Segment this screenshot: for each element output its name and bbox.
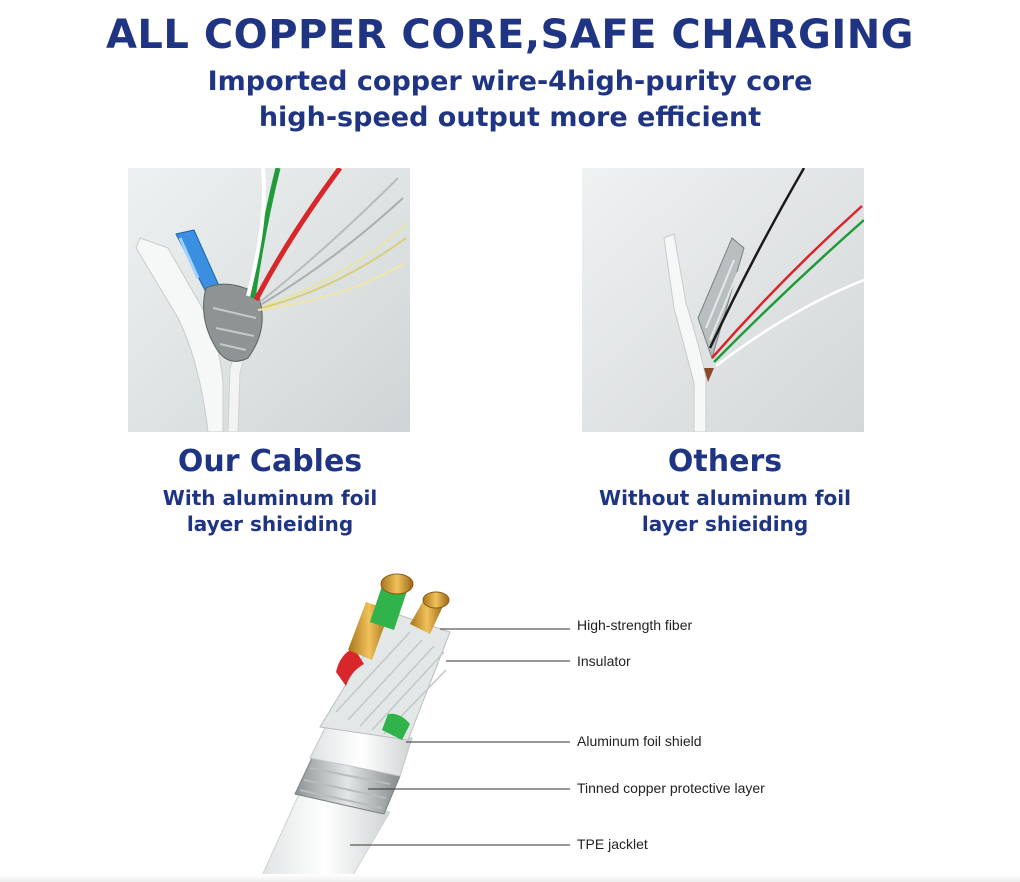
bottom-edge — [0, 874, 1020, 882]
label-tpe-jacket: TPE jacklet — [577, 836, 648, 852]
cable-structure-diagram — [240, 562, 860, 880]
other-cable-photo — [582, 168, 864, 432]
headline: ALL COPPER CORE,SAFE CHARGING — [105, 12, 915, 58]
others-desc-line-2: layer shieiding — [641, 512, 809, 536]
others-title: Others — [667, 444, 783, 479]
label-aluminum-foil-shield: Aluminum foil shield — [577, 733, 702, 749]
label-high-strength-fiber: High-strength fiber — [577, 617, 693, 633]
our-cable-photo — [128, 168, 410, 432]
our-cables-desc-line-1: With aluminum foil — [162, 486, 378, 510]
our-cables-desc-line-2: layer shieiding — [186, 512, 354, 536]
others-desc-line-1: Without aluminum foil — [599, 486, 851, 510]
our-cable-illustration — [128, 168, 410, 432]
cable-cross-section-illustration — [259, 573, 570, 880]
our-cables-title: Our Cables — [177, 444, 363, 479]
label-insulator: Insulator — [577, 653, 631, 669]
subtitle-line-1: Imported copper wire-4high-purity core — [207, 66, 813, 97]
label-tinned-copper-layer: Tinned copper protective layer — [577, 780, 765, 796]
other-cable-illustration — [582, 168, 864, 432]
subtitle-line-2: high-speed output more efficient — [258, 102, 762, 133]
